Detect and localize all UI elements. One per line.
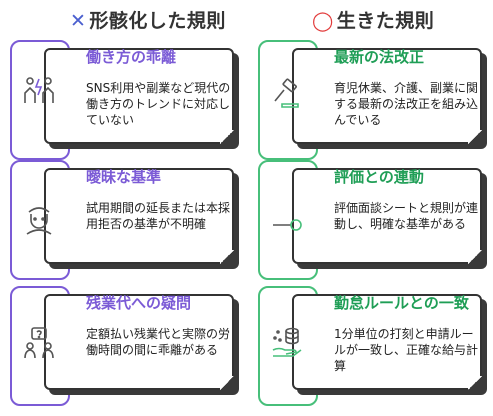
card-description: 定額払い残業代と実際の労働時間の間に乖離がある	[86, 327, 231, 357]
card-title: 働き方の乖離	[86, 47, 177, 66]
question-people-icon	[24, 327, 54, 359]
card-attendance-match: 勤怠ルールとの一致 1分単位の打刻と申請ルールが一致し、正確な給与計算	[252, 286, 487, 406]
card-work-style-gap: 働き方の乖離 SNS利用や副業など現代の働き方のトレンドに対応していない	[4, 40, 239, 160]
card-description: 評価面談シートと規則が連動し、明確な基準がある	[334, 201, 479, 231]
card-title: 最新の法改正	[334, 47, 425, 66]
card-title: 勤怠ルールとの一致	[334, 293, 469, 312]
card-title: 評価との連動	[334, 167, 424, 186]
card-title: 残業代への疑問	[86, 293, 192, 312]
card-description: 試用期間の延長または本採用拒否の基準が不明確	[86, 201, 231, 231]
card-overtime-doubt: 残業代への疑問 定額払い残業代と実際の労働時間の間に乖離がある	[4, 286, 239, 406]
left-column-title: ✕形骸化した規則	[70, 10, 226, 32]
cross-icon: ✕	[70, 10, 87, 32]
person-icon	[26, 207, 52, 235]
card-description: SNS利用や副業など現代の働き方のトレンドに対応していない	[86, 81, 231, 127]
card-vague-criteria: 曖昧な基準 試用期間の延長または本採用拒否の基準が不明確	[4, 160, 239, 280]
coins-hand-icon	[272, 327, 302, 357]
card-description: 育児休業、介護、副業に関する最新の法改正を組み込んでいる	[334, 81, 479, 127]
card-latest-law: 最新の法改正 育児休業、介護、副業に関する最新の法改正を組み込んでいる	[252, 40, 487, 160]
card-description: 1分単位の打刻と申請ルールが一致し、正確な給与計算	[334, 327, 479, 373]
gavel-icon	[274, 78, 299, 108]
circle-icon: ◯	[312, 10, 334, 32]
lightning-people-icon	[24, 77, 54, 103]
right-column-title: ◯生きた規則	[312, 10, 435, 32]
key-link-icon	[273, 219, 302, 231]
card-evaluation-link: 評価との連動 評価面談シートと規則が連動し、明確な基準がある	[252, 160, 487, 280]
card-title: 曖昧な基準	[86, 167, 162, 186]
